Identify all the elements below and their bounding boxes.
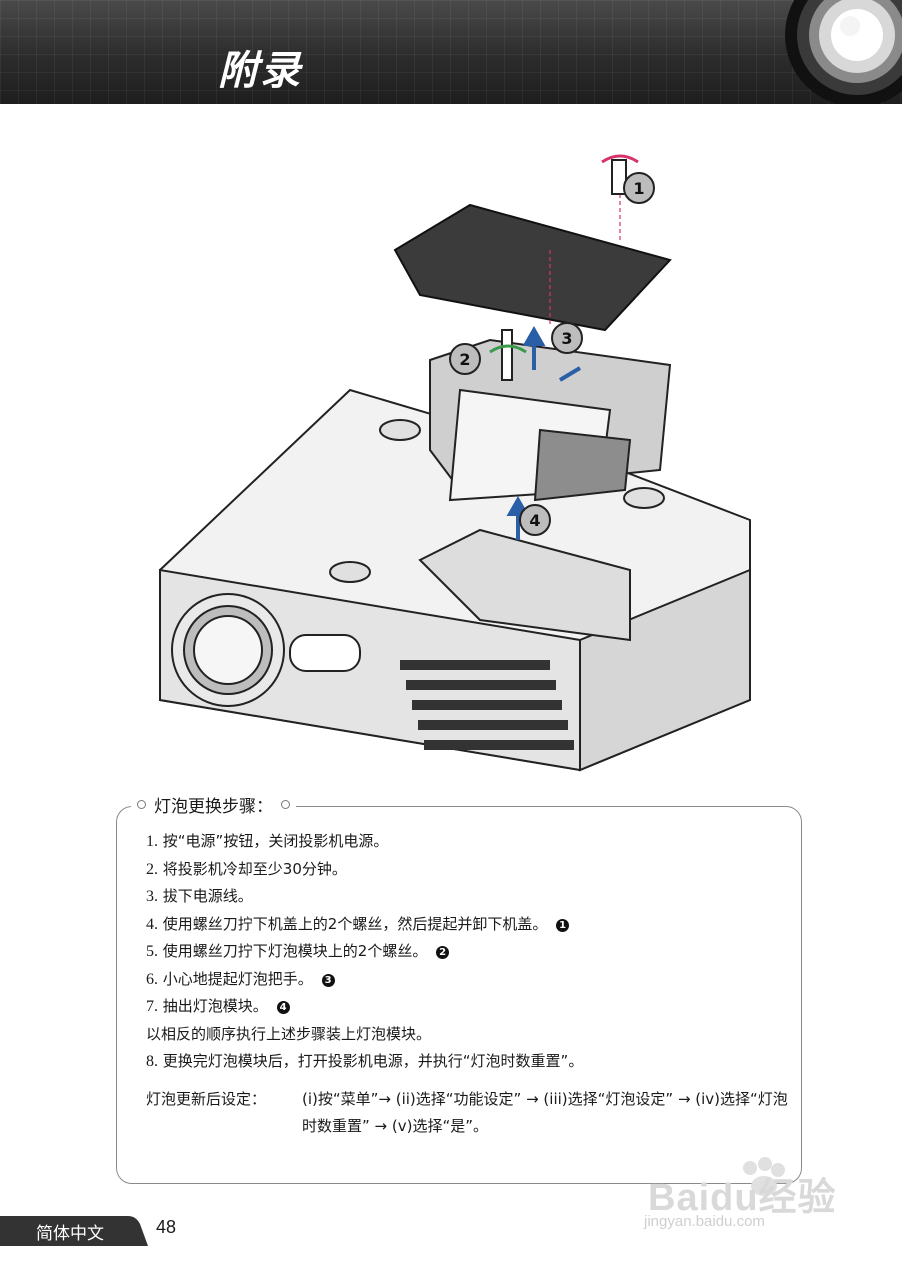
step-badge: 3 [321, 973, 335, 987]
panel-heading: 灯泡更换步骤： [131, 792, 296, 817]
step-text: 拔下电源线。 [162, 887, 253, 905]
footer-tab [0, 1216, 148, 1246]
screwdriver [501, 159, 627, 381]
step-text: 按“电源”按钮，关闭投影机电源。 [162, 832, 389, 850]
callout-3: 3 [551, 322, 583, 354]
top-cover [393, 203, 672, 332]
panel-heading-text: 灯泡更换步骤： [154, 797, 273, 817]
callout-4: 4 [519, 504, 551, 536]
watermark-brand: Baidu经验 [648, 1177, 837, 1219]
steps-panel [116, 806, 802, 1184]
settings-path: (i)按“菜单”→ (ii)选择“功能设定” → (iii)选择“灯泡设定” →… [302, 1090, 788, 1135]
step-text: 将投影机冷却至少30分钟。 [162, 859, 347, 878]
step-text: 更换完灯泡模块后，打开投影机电源，并执行“灯泡时数重置”。 [162, 1052, 584, 1070]
heading-dot-icon [281, 800, 290, 809]
step-text: 使用螺丝刀拧下机盖上的2个螺丝，然后提起并卸下机盖。 [162, 914, 548, 933]
step-number: 2. [146, 860, 158, 878]
lift-arrow-icon [506, 325, 582, 540]
step-badge: 4 [276, 1001, 290, 1014]
step-badge: 2 [436, 946, 450, 959]
callout-label: 2 [459, 350, 470, 369]
list-item: 3. 拔下电源线。 [146, 883, 796, 911]
paw-icon [743, 1157, 785, 1196]
step-number: 6. [146, 970, 158, 988]
projector-lens [171, 593, 285, 707]
step-number: 3. [146, 888, 158, 905]
list-item: 8. 更换完灯泡模块后，打开投影机电源，并执行“灯泡时数重置”。 [146, 1048, 796, 1076]
adjust-knobs [329, 419, 665, 583]
step-text: 小心地提起灯泡把手。 [162, 969, 313, 988]
callout-2: 2 [449, 343, 481, 375]
step-number: 5. [146, 943, 158, 960]
lamp-bay [418, 528, 631, 642]
list-item: 1. 按“电源”按钮，关闭投影机电源。 [146, 828, 796, 856]
lamp-replacement-diagram: 1 2 3 4 [159, 154, 751, 772]
callout-1: 1 [623, 172, 655, 204]
step-number: 4. [146, 915, 158, 933]
lamp-module [429, 338, 672, 502]
callout-label: 1 [633, 179, 644, 198]
reverse-note: 以相反的顺序执行上述步骤装上灯泡模块。 [146, 1024, 432, 1043]
page-number: 48 [156, 1217, 177, 1237]
callout-label: 3 [561, 329, 572, 348]
step-number: 7. [146, 998, 158, 1015]
step-text: 使用螺丝刀拧下灯泡模块上的2个螺丝。 [162, 942, 428, 960]
callout-label: 4 [529, 511, 540, 530]
vent-grille [400, 660, 574, 750]
page-header: 附录 [0, 0, 902, 104]
rotate-arrow-icon [489, 344, 527, 354]
list-item: 7. 抽出灯泡模块。 4 [146, 993, 796, 1021]
step-text: 抽出灯泡模块。 [162, 997, 268, 1015]
step-number: 1. [146, 833, 158, 850]
step-number: 8. [146, 1053, 158, 1070]
footer-language: 简体中文 [36, 1224, 104, 1244]
list-item: 6. 小心地提起灯泡把手。 3 [146, 966, 796, 994]
heading-dot-icon [137, 800, 146, 809]
watermark-url: jingyan.baidu.com [644, 1213, 765, 1230]
settings-label: 灯泡更新后设定： [146, 1090, 267, 1108]
header-grid-pattern [0, 0, 902, 104]
list-item: 4. 使用螺丝刀拧下机盖上的2个螺丝，然后提起并卸下机盖。 1 [146, 911, 796, 939]
projector-window [289, 634, 361, 672]
steps-list: 1. 按“电源”按钮，关闭投影机电源。 2. 将投影机冷却至少30分钟。 3. … [146, 828, 796, 1076]
rotate-arrow-icon [601, 154, 639, 164]
page-title: 附录 [218, 48, 302, 94]
list-item: 5. 使用螺丝刀拧下灯泡模块上的2个螺丝。 2 [146, 938, 796, 966]
step-badge: 1 [556, 918, 570, 932]
lens-icon [785, 0, 902, 104]
list-item: 2. 将投影机冷却至少30分钟。 [146, 856, 796, 884]
